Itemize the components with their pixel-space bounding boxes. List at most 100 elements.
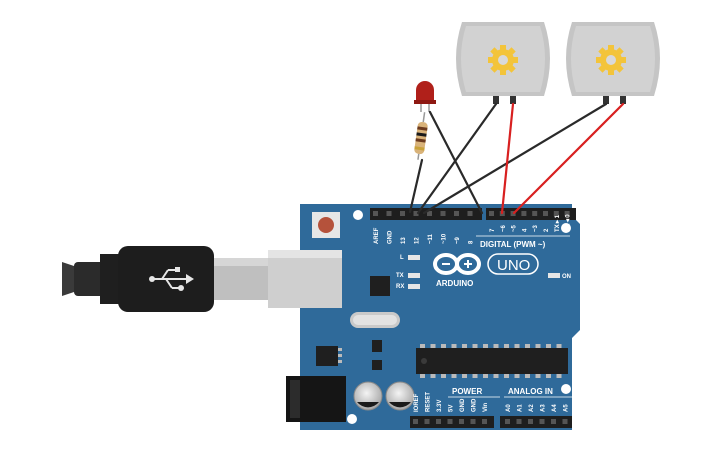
- pin-label: A1: [518, 404, 524, 412]
- chip-pin: [514, 374, 520, 378]
- header-pin-slot[interactable]: [532, 211, 538, 216]
- pin-label: ~6: [501, 224, 507, 232]
- chip-pin: [483, 344, 488, 348]
- red-led[interactable]: [414, 81, 436, 112]
- capacitor: [353, 381, 383, 411]
- header-pin-slot[interactable]: [553, 211, 559, 216]
- header-pin-slot[interactable]: [447, 419, 453, 424]
- chip-pin: [462, 344, 467, 348]
- pin-label: GND: [460, 398, 466, 412]
- mount-hole: [561, 384, 571, 394]
- wire-motor1-red: [500, 102, 515, 215]
- chip-pin: [462, 374, 467, 378]
- header-pin-slot[interactable]: [539, 419, 545, 424]
- mount-hole: [347, 414, 357, 424]
- model-badge: [487, 253, 539, 275]
- wire-motor2-black: [422, 102, 608, 215]
- header-pin-slot[interactable]: [400, 211, 405, 216]
- header-pin-slot[interactable]: [543, 211, 548, 216]
- header-pin-slot[interactable]: [470, 419, 476, 424]
- smd-component: [372, 360, 382, 370]
- power-label: POWER: [452, 387, 482, 396]
- pin-label: RX◄0: [566, 214, 572, 232]
- pin-label: IOREF: [414, 393, 420, 412]
- chip-pin: [546, 344, 551, 348]
- header-pin-slot[interactable]: [424, 419, 430, 424]
- chip-pin: [441, 344, 446, 348]
- chip-pin: [441, 374, 446, 378]
- header-pin-slot[interactable]: [521, 211, 527, 216]
- header-pin-slot[interactable]: [427, 211, 432, 216]
- chip-pin: [472, 374, 478, 378]
- header-pin-slot[interactable]: [467, 211, 473, 216]
- voltage-regulator: [316, 346, 342, 366]
- header-pin-slot[interactable]: [551, 419, 556, 424]
- chip-pin: [430, 374, 436, 378]
- dc-motor-1[interactable]: [456, 22, 550, 104]
- chip-pin: [514, 344, 520, 348]
- header-pin-slot[interactable]: [505, 419, 510, 424]
- header-pin-slot[interactable]: [386, 211, 392, 216]
- header-pin-slot[interactable]: [564, 211, 570, 216]
- pin-label: 7: [490, 228, 496, 232]
- pin-label: 3.3V: [437, 400, 443, 412]
- chip-pin: [451, 344, 457, 348]
- chip-pin: [556, 374, 562, 378]
- capacitor: [385, 381, 415, 411]
- header-pin-slot[interactable]: [489, 211, 494, 216]
- header-pin-slot[interactable]: [373, 211, 378, 216]
- chip-pin: [493, 374, 499, 378]
- header-pin-slot[interactable]: [482, 419, 487, 424]
- on-led-label: ON: [562, 274, 571, 280]
- header-pin-slot[interactable]: [413, 419, 418, 424]
- chip-pin: [430, 344, 436, 348]
- header-pin-slot[interactable]: [440, 211, 446, 216]
- header-pin-slot[interactable]: [413, 211, 419, 216]
- chip-pin: [535, 374, 541, 378]
- reset-button[interactable]: [312, 212, 340, 238]
- status-leds: L TX RX: [396, 255, 420, 290]
- resistor[interactable]: [413, 112, 430, 161]
- chip-pin: [525, 374, 530, 378]
- chip-pin: [420, 374, 425, 378]
- header-pin-slot[interactable]: [454, 211, 459, 216]
- wire-led-to-pin: [428, 110, 484, 215]
- wire-motor2-red: [512, 102, 625, 215]
- chip-pin: [493, 344, 499, 348]
- tx-led-label: TX: [396, 273, 404, 279]
- mount-hole: [561, 223, 571, 233]
- pin-label: 13: [401, 237, 407, 244]
- pin-label: GND: [388, 230, 394, 244]
- digital-header-label: DIGITAL (PWM ~): [480, 240, 546, 249]
- header-pin-slot[interactable]: [436, 419, 441, 424]
- chip-pin: [451, 374, 457, 378]
- analog-header: [500, 416, 572, 428]
- pin-label: ~10: [442, 233, 448, 244]
- pin-label: ~11: [428, 233, 434, 244]
- pin-label: ~5: [512, 224, 518, 232]
- atmega-chip: [416, 344, 568, 378]
- header-pin-slot[interactable]: [459, 419, 464, 424]
- small-chip: [370, 276, 390, 296]
- dc-motor-2[interactable]: [566, 22, 660, 104]
- pin-label: 5V: [449, 405, 455, 412]
- wire-motor1-black: [416, 102, 498, 215]
- chip-pin: [483, 374, 488, 378]
- header-pin-slot[interactable]: [516, 419, 522, 424]
- model-label: UNO: [497, 257, 530, 274]
- pin-label: ~3: [533, 224, 539, 232]
- pin-label: A5: [564, 404, 570, 412]
- pin-label: 12: [415, 237, 421, 244]
- on-led: [548, 273, 560, 278]
- smd-component: [372, 340, 382, 352]
- pin-label: ~9: [455, 236, 461, 244]
- gear-icon: [596, 45, 626, 75]
- wire-resistor-to-gnd: [408, 158, 424, 214]
- header-pin-slot[interactable]: [528, 419, 533, 424]
- chip-pin: [546, 374, 551, 378]
- header-pin-slot[interactable]: [562, 419, 568, 424]
- usb-icon: [149, 267, 194, 291]
- pin-label: Vin: [483, 402, 489, 412]
